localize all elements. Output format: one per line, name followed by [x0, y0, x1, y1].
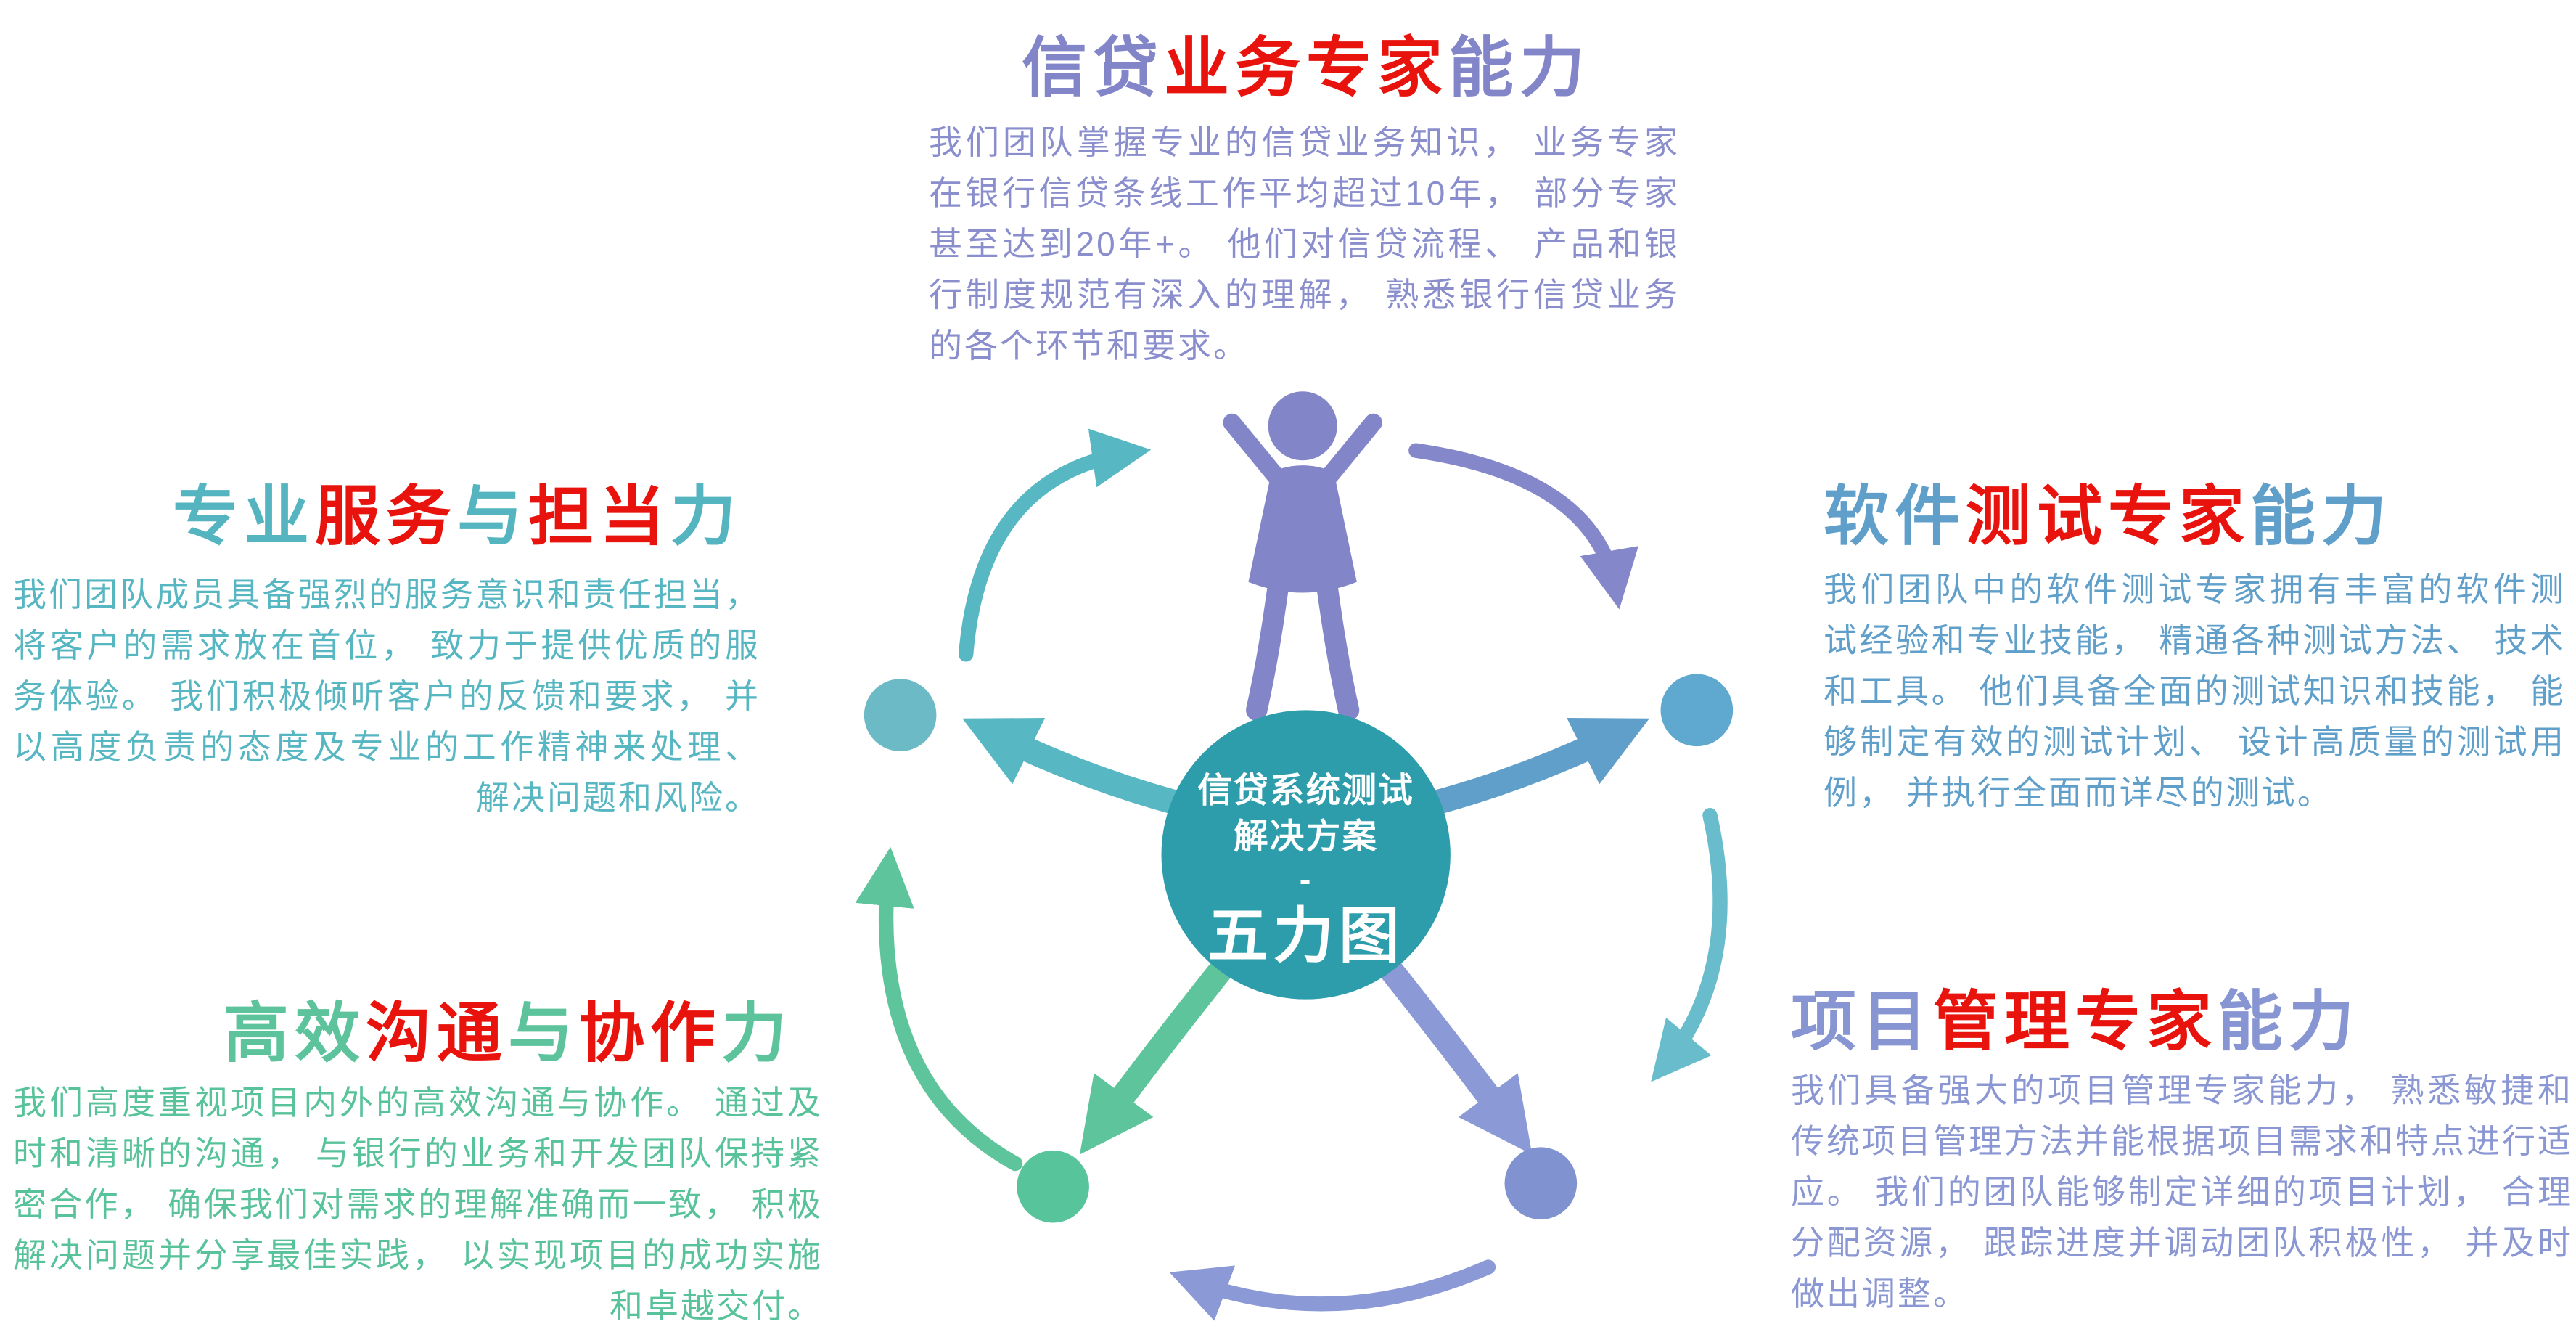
credit-body: 我们团队掌握专业的信贷业务知识， 业务专家在银行信贷条线工作平均超过10年， 部… [929, 123, 1680, 364]
service-title: 专业服务与担当力 [76, 463, 838, 557]
five-forces-diagram: 信贷系统测试 解决方案 - 五力图 [855, 391, 1734, 1321]
arc-left-to-top [958, 428, 1152, 662]
title-segment-accent: 协作 [579, 997, 721, 1070]
center-text-line2: 解决方案 [1234, 817, 1378, 856]
communication-body: 我们高度重视项目内外的高效沟通与协作。 通过及时和清晰的沟通， 与银行的业务和开… [13, 1084, 823, 1324]
management-body: 我们具备强大的项目管理专家能力， 熟悉敏捷和传统项目管理方法并能根据项目需求和特… [1791, 1071, 2573, 1312]
center-text-dash: - [1300, 860, 1313, 899]
title-segment-accent: 沟通 [366, 997, 508, 1070]
arc-bottom-right-to-bottom-left [1169, 1259, 1496, 1321]
title-segment: 能力 [1448, 32, 1591, 105]
service-body: 我们团队成员具备强烈的服务意识和责任担当， 将客户的需求放在首位， 致力于提供优… [13, 576, 760, 817]
title-segment: 高效 [223, 997, 366, 1070]
person-figure-top [1223, 391, 1382, 722]
title-segment: 力 [670, 481, 742, 553]
swoosh-center-to-right [1400, 718, 1650, 822]
person-leg-left [1246, 565, 1291, 722]
person-torso [1248, 465, 1357, 593]
arc-bottom-left-to-left [855, 846, 1023, 1172]
swoosh-center-to-bottom-left [1080, 954, 1236, 1155]
title-segment: 信贷 [1022, 32, 1164, 105]
title-segment: 力 [721, 997, 792, 1070]
title-segment-accent: 业务专家 [1164, 32, 1448, 105]
communication-title: 高效沟通与协作力 [123, 980, 893, 1074]
node-right [1660, 674, 1734, 747]
arc-top-to-right [1408, 443, 1638, 610]
node-bottom-right [1504, 1147, 1578, 1219]
title-segment: 能力 [2218, 986, 2360, 1058]
center-circle [1161, 710, 1451, 1000]
management-title: 项目管理专家能力 [1791, 968, 2360, 1063]
title-segment: 软件 [1824, 481, 1966, 553]
title-segment-accent: 测试专家 [1966, 481, 2250, 553]
title-segment: 专业 [173, 481, 315, 553]
title-segment: 能力 [2250, 481, 2392, 553]
title-segment-accent: 管理专家 [1933, 986, 2218, 1058]
title-segment: 与 [508, 997, 579, 1070]
person-head [1268, 391, 1337, 461]
arc-right-to-bottom-right [1651, 807, 1728, 1082]
credit-title: 信贷业务专家能力 [893, 15, 1720, 109]
center-text-title: 五力图 [1207, 902, 1405, 970]
center-text-line1: 信贷系统测试 [1197, 772, 1414, 810]
node-bottom-left [1017, 1150, 1089, 1223]
title-segment: 与 [457, 481, 528, 553]
title-segment: 项目 [1791, 986, 1933, 1058]
title-segment-accent: 服务 [315, 481, 457, 553]
testing-body: 我们团队中的软件测试专家拥有丰富的软件测试经验和专业技能， 精通各种测试方法、 … [1824, 571, 2566, 812]
node-left [864, 679, 937, 751]
title-segment-accent: 担当 [528, 481, 670, 553]
swoosh-center-to-left [962, 718, 1212, 822]
swoosh-center-to-bottom-right [1375, 954, 1533, 1155]
testing-title: 软件测试专家能力 [1824, 463, 2392, 557]
person-leg-right [1315, 565, 1360, 722]
